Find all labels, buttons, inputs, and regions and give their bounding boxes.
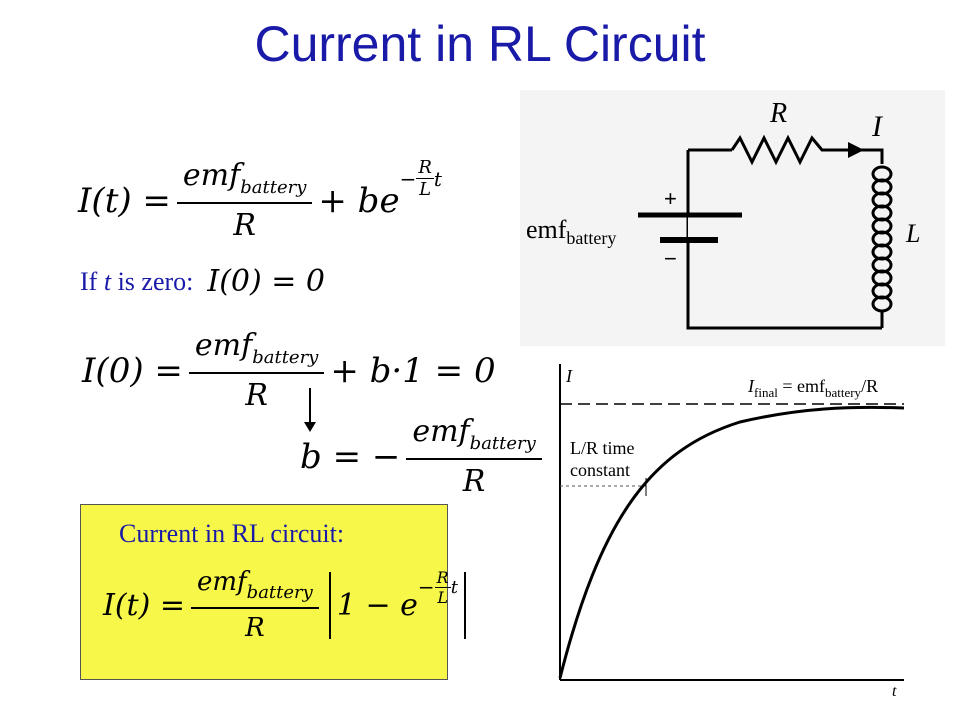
- resistor-zigzag: [730, 134, 860, 166]
- eq3-lhs: b = −: [300, 436, 401, 477]
- inductor-coil: [871, 165, 893, 313]
- graph-x-label: t: [892, 683, 897, 700]
- eq3-num-sub: battery: [469, 433, 536, 454]
- eq1-exp-t: t: [433, 166, 442, 191]
- summary-exp-num: R: [434, 567, 451, 588]
- eq3-fraction: emfbattery R: [406, 414, 542, 499]
- summary-exponent: − R L t: [418, 568, 458, 607]
- summary-equation: I(t) = emfbattery R 1 − e − R L t: [103, 567, 466, 643]
- time-constant-label-2: constant: [570, 460, 630, 480]
- current-label: I: [871, 110, 884, 143]
- eq1-fraction: emfbattery R: [176, 158, 313, 243]
- equation-b-value: b = − emfbattery R: [300, 414, 548, 499]
- condition-var: t: [103, 266, 112, 296]
- summary-fraction: emfbattery R: [191, 567, 319, 643]
- eq1-exp-sign: −: [399, 166, 417, 191]
- eq3-den: R: [462, 464, 486, 499]
- condition-suffix: is zero:: [111, 266, 194, 296]
- current-time-graph: I t Ifinal = emfbattery/R L/R time const…: [558, 364, 905, 700]
- down-arrow-icon: [304, 388, 316, 432]
- equation-current-general: I(t) = emfbattery R + be − R L t: [78, 157, 442, 243]
- eq1-num: emf: [182, 158, 241, 193]
- eq2-fraction: emfbattery R: [188, 328, 325, 413]
- condition-line: If t is zero: I(0) = 0: [80, 264, 325, 299]
- summary-lhs: I(t) =: [103, 587, 185, 623]
- rl-circuit-diagram: + − R I L emfbattery: [520, 90, 945, 346]
- slide-title: Current in RL Circuit: [254, 16, 706, 72]
- graph-y-label: I: [565, 366, 573, 386]
- eq1-exp-frac: R L: [416, 157, 434, 200]
- summary-exp-sign: −: [417, 575, 435, 599]
- battery-plus: +: [664, 186, 677, 211]
- equation-at-zero: I(0) = emfbattery R + b·1 = 0: [82, 328, 496, 413]
- eq3-num: emf: [412, 414, 470, 449]
- summary-exp-den: L: [437, 587, 448, 607]
- eq2-rhs: + b·1 = 0: [330, 350, 496, 391]
- eq1-lhs: I(t) =: [78, 180, 171, 221]
- inductor-label: L: [905, 219, 920, 248]
- resistor-label: R: [769, 98, 787, 129]
- final-current-label: Ifinal = emfbattery/R: [747, 376, 878, 400]
- eq1-exp-num: R: [416, 157, 434, 179]
- eq1-exp-den: L: [419, 179, 432, 200]
- summary-bracket-text: 1 − e: [336, 587, 418, 623]
- eq2-lhs: I(0) =: [82, 350, 183, 391]
- summary-box: Current in RL circuit: I(t) = emfbattery…: [80, 504, 466, 680]
- eq2-num: emf: [194, 328, 253, 363]
- summary-den: R: [245, 613, 265, 643]
- summary-exp-frac: R L: [434, 567, 451, 607]
- eq2-den: R: [245, 378, 268, 413]
- summary-bracket: 1 − e − R L t: [328, 568, 466, 639]
- current-growth-curve: [558, 405, 905, 679]
- eq1-exponent: − R L t: [400, 157, 442, 200]
- summary-label: Current in RL circuit:: [119, 519, 345, 548]
- eq2-num-sub: battery: [252, 347, 319, 368]
- current-arrow-icon: [848, 142, 864, 158]
- condition-prefix: If: [80, 266, 104, 296]
- eq1-num-sub: battery: [240, 177, 307, 198]
- eq1-den: R: [233, 208, 256, 243]
- summary-num: emf: [197, 567, 247, 597]
- condition-text: If t is zero:: [80, 267, 193, 297]
- condition-equation: I(0) = 0: [207, 264, 326, 299]
- time-constant-label-1: L/R time: [570, 438, 635, 458]
- eq1-plus-term: + be: [318, 180, 400, 221]
- emf-label: emfbattery: [526, 215, 616, 248]
- summary-num-sub: battery: [246, 582, 313, 603]
- battery-minus: −: [664, 246, 677, 271]
- summary-exp-t: t: [450, 576, 458, 598]
